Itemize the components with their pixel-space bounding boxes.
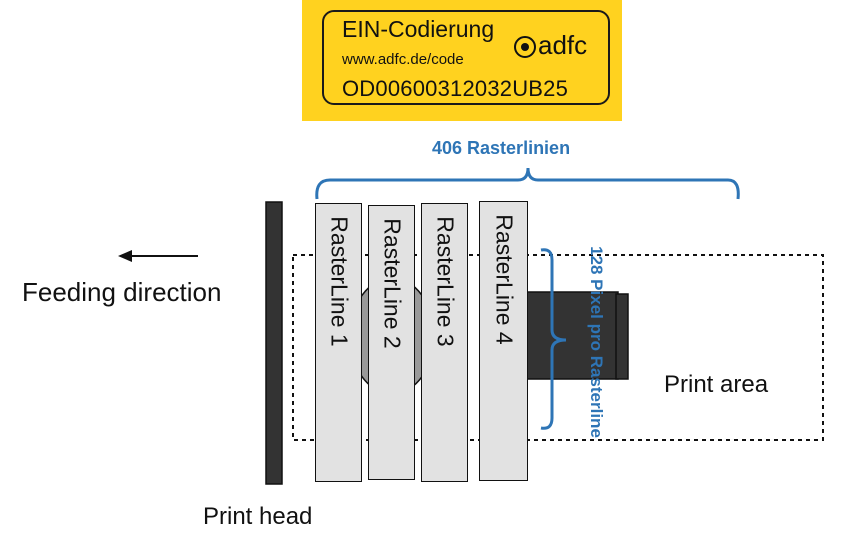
raster-line-4-label: RasterLine 4 xyxy=(491,213,518,345)
adfc-logo-text: adfc xyxy=(538,30,588,60)
adfc-logo-circle-icon xyxy=(514,36,536,58)
raster-line-2-label: RasterLine 2 xyxy=(379,217,406,349)
vertical-brace xyxy=(540,248,567,430)
label-title: EIN-Codierung xyxy=(342,16,495,42)
pixels-per-rasterline-label: 128 Pixel pro Rasterline xyxy=(587,246,606,438)
raster-line-3: RasterLine 3 xyxy=(421,203,468,482)
raster-count-label: 406 Rasterlinien xyxy=(432,138,571,158)
print-area-box xyxy=(292,254,824,441)
label-code: OD00600312032UB25 xyxy=(342,76,569,101)
raster-line-1: RasterLine 1 xyxy=(315,203,362,482)
ein-code-label: EIN-Codierung www.adfc.de/code OD0060031… xyxy=(302,0,622,121)
print-area-label: Print area xyxy=(664,371,769,398)
feeding-direction-label: Feeding direction xyxy=(22,277,222,307)
carrier-end xyxy=(615,293,629,380)
print-head-bar xyxy=(265,201,283,485)
label-frame xyxy=(322,10,610,105)
adfc-logo-dot-icon xyxy=(521,43,529,51)
raster-line-1-label: RasterLine 1 xyxy=(326,215,353,347)
horizontal-brace xyxy=(315,167,740,200)
raster-line-2: RasterLine 2 xyxy=(368,205,415,480)
raster-line-4: RasterLine 4 xyxy=(479,201,528,481)
print-head-label: Print head xyxy=(203,503,313,530)
feeding-arrow-head xyxy=(118,250,132,262)
raster-line-3-label: RasterLine 3 xyxy=(432,215,459,347)
carrier-bar xyxy=(525,291,619,380)
label-url: www.adfc.de/code xyxy=(342,51,464,68)
